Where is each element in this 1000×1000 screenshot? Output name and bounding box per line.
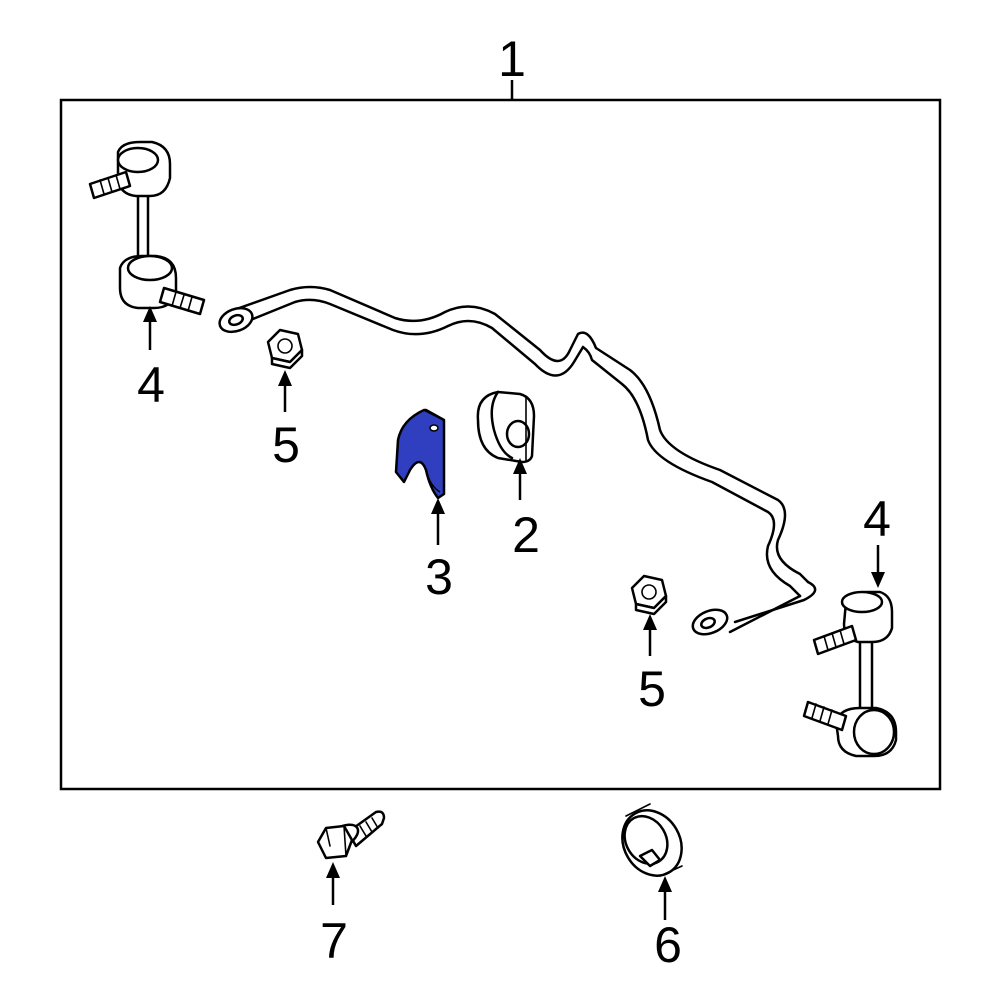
callout-3-arrowhead — [431, 498, 445, 514]
callout-1: 1 — [498, 31, 526, 87]
stabilizer-bar — [218, 285, 817, 636]
callout-2-arrowhead — [513, 458, 527, 474]
nut-right — [630, 574, 668, 616]
callout-5-right: 5 — [638, 661, 666, 717]
stabilizer-link-left — [88, 140, 206, 316]
callout-3: 3 — [425, 549, 453, 605]
callout-5-left-arrowhead — [278, 370, 292, 386]
stabilizer-bar-bushing — [476, 390, 536, 464]
stabilizer-bar-bracket — [394, 408, 446, 500]
callout-4-left-arrowhead — [143, 306, 157, 322]
callout-4-left: 4 — [137, 357, 165, 413]
callout-6: 6 — [654, 917, 682, 973]
callout-5-right-arrowhead — [643, 614, 657, 630]
callout-5-left: 5 — [272, 417, 300, 473]
bushing-collar — [621, 803, 683, 877]
callout-7-arrowhead — [326, 862, 340, 878]
nut-left — [266, 328, 304, 370]
stabilizer-link-right — [802, 590, 898, 758]
callout-4-right-arrowhead — [871, 572, 885, 588]
callout-7: 7 — [320, 913, 348, 969]
callout-6-arrowhead — [658, 876, 672, 892]
callout-2: 2 — [512, 507, 540, 563]
bolt — [316, 810, 386, 860]
diagram-frame — [59, 98, 942, 791]
callout-4-right: 4 — [863, 491, 891, 547]
